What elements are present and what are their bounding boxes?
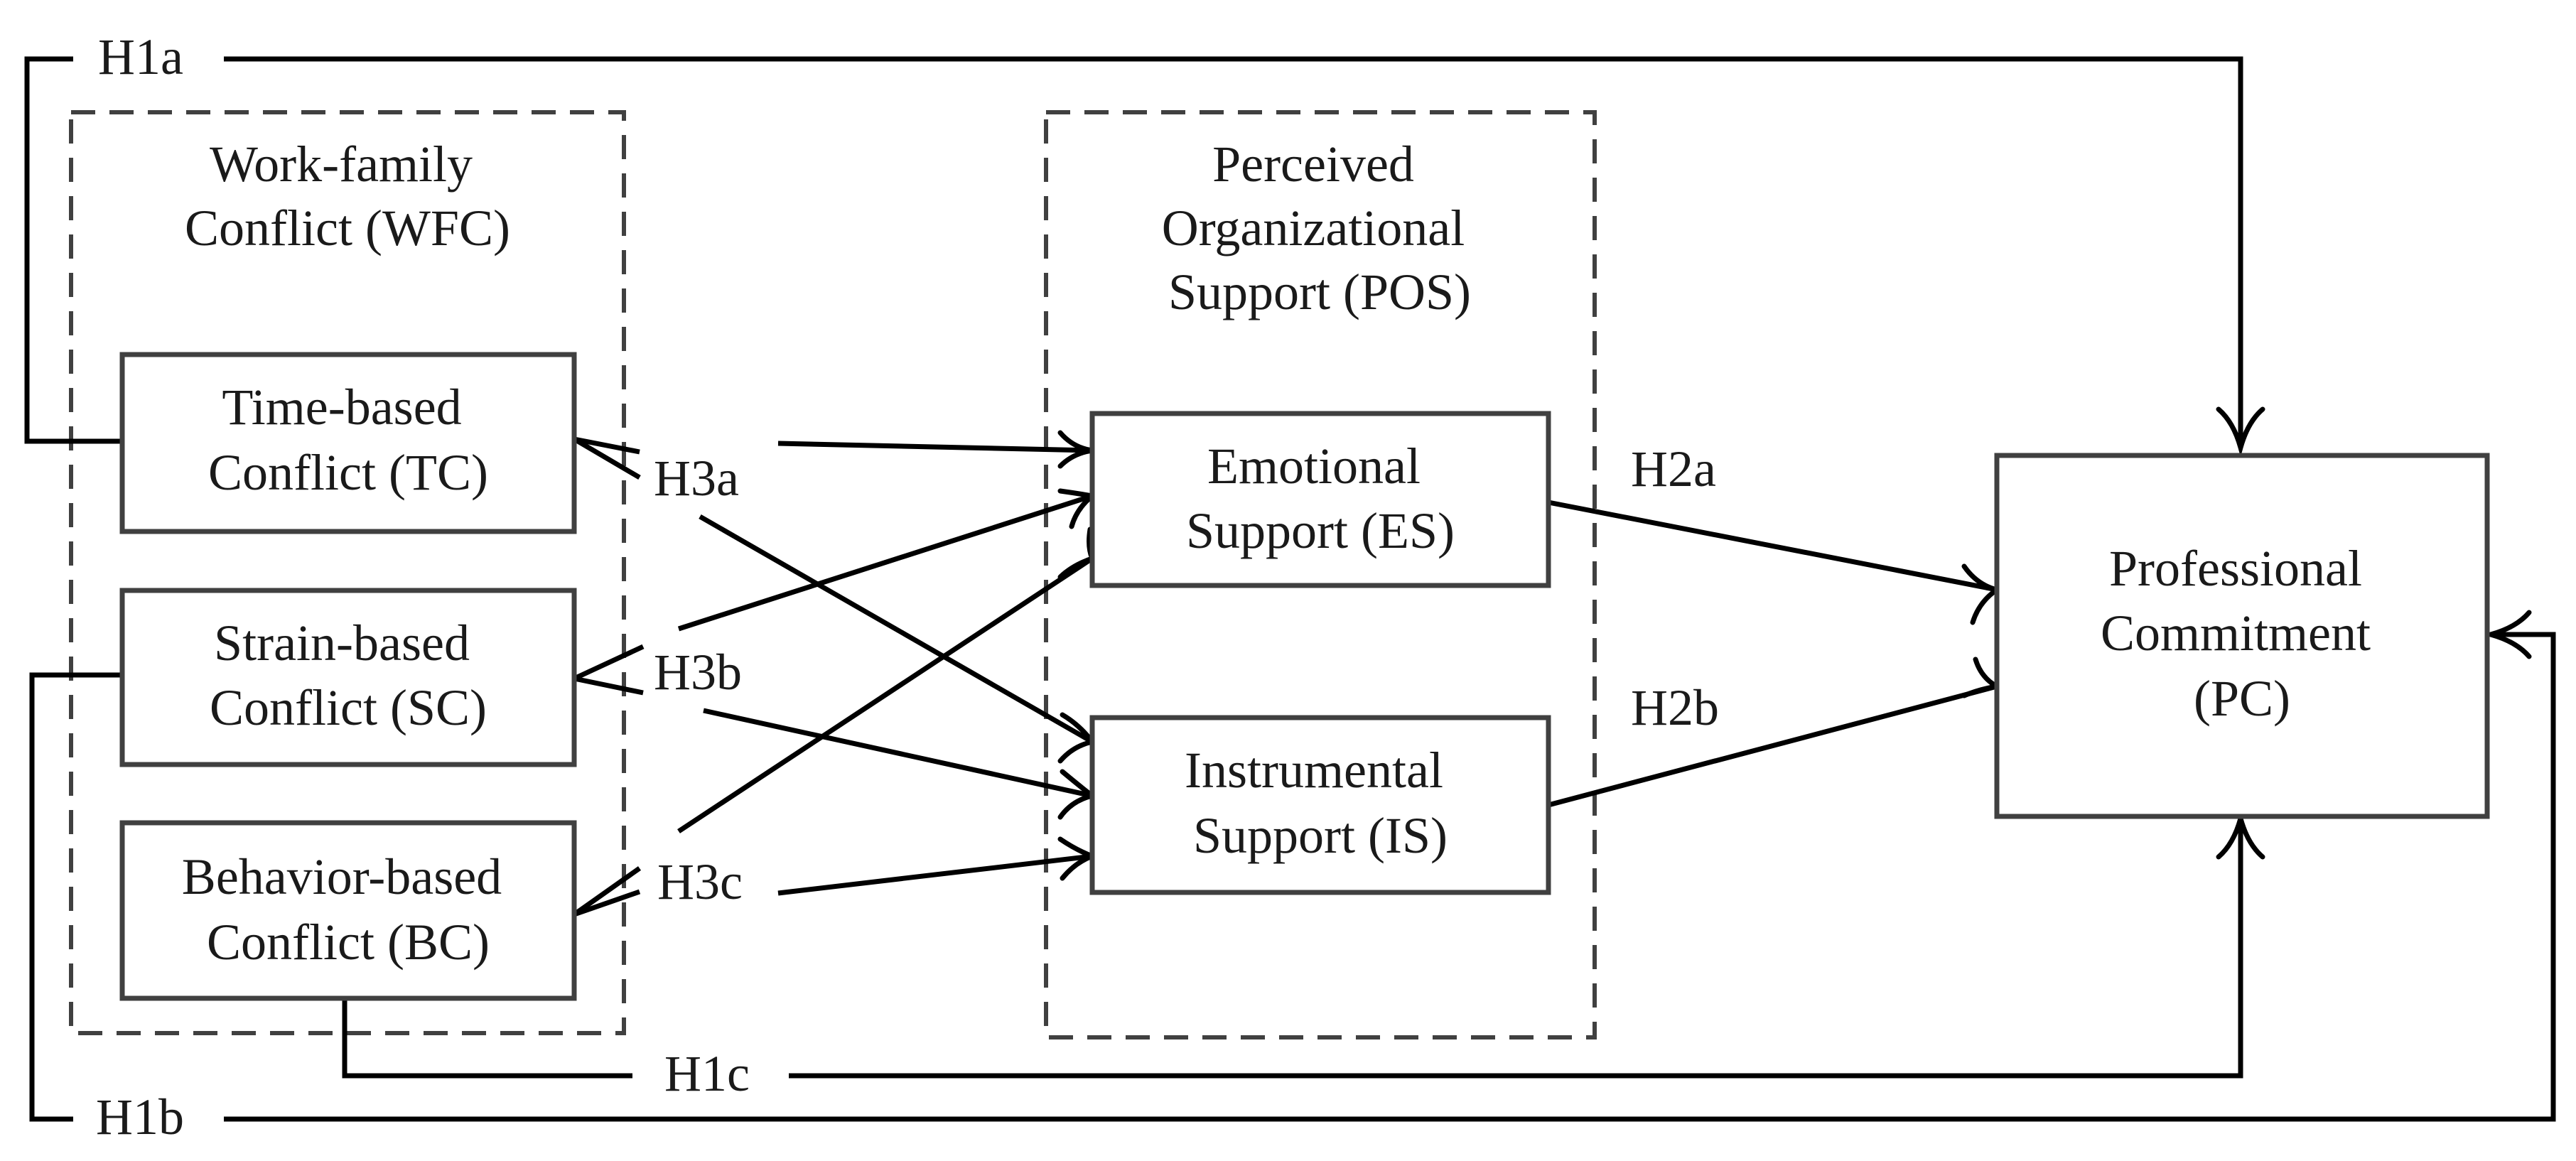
connectors [24,56,2556,1122]
h3a-to-es [777,441,1093,453]
h1a-label: H1a [98,28,183,85]
h2a-label: H2a [1631,441,1716,497]
h1a-arrowhead [2216,406,2265,458]
is-box-frame [1089,715,1551,895]
bc-box-frame [119,820,577,1001]
sc-box: Strain-based Conflict (SC) [119,588,577,767]
h2a-arrowhead [1961,563,2003,625]
wfc-group-title: Work-family Conflict (WFC) [185,136,510,256]
h3c-label: H3c [657,853,743,910]
pc-box-label: Professional Commitment (PC) [2101,540,2383,727]
wfc-group-frame [69,110,626,1035]
tc-box-frame [119,352,577,534]
is-box-label: Instrumental Support (IS) [1185,742,1456,864]
pos-group-frame [1044,110,1597,1040]
h3a-to-is [699,514,1094,745]
h1b-arrowhead [2481,610,2532,659]
h3b-es-arrowhead [1057,488,1099,529]
bc-box-label: Behavior-based Conflict (BC) [182,848,514,971]
sc-box-label: Strain-based Conflict (SC) [210,615,487,736]
h3a-split-upper [573,436,640,455]
h3b-label: H3b [654,644,742,701]
es-box-frame [1089,411,1551,588]
h1a-path [24,56,122,444]
es-box-label: Emotional Support (ES) [1186,438,1455,559]
tc-box: Time-based Conflict (TC) [119,352,577,534]
h1b-path [29,672,122,1122]
h3c-to-es [677,556,1094,833]
h1b-label: H1b [96,1089,184,1145]
h3b-split-upper [573,644,645,681]
h3c-to-is [777,853,1093,896]
tc-box-label: Time-based Conflict (TC) [208,379,488,501]
h3a-is-arrowhead [1057,712,1097,764]
h3b-to-es [677,493,1094,632]
h3b-to-is [703,708,1093,799]
h2b-label: H2b [1631,679,1719,736]
h1c-path [342,998,632,1079]
es-box: Emotional Support (ES) [1089,411,1551,588]
sc-box-frame [119,588,577,767]
h1a-path-return [224,56,2243,448]
h2b-path [1548,684,1998,808]
is-box: Instrumental Support (IS) [1089,715,1551,895]
pc-box: Professional Commitment (PC) [1994,453,2490,819]
h1c-label: H1c [664,1045,750,1102]
h3a-split-lower [573,436,641,480]
h3a-label: H3a [654,450,739,507]
hypothesis-labels: H1a H1b H1c H2a H2b H3a H3b H3c [96,28,1719,1145]
h3c-split-lower [573,889,641,917]
h1c-path-return [789,819,2243,1079]
h1b-path-return [224,632,2556,1122]
pc-box-frame [1994,453,2490,819]
bc-box: Behavior-based Conflict (BC) [119,820,577,1001]
h3b-split-lower [573,676,644,696]
h2a-path [1548,500,1998,593]
pos-group-title: Perceived Organizational Support (POS) [1162,136,1478,320]
h3c-split-upper [572,866,642,917]
